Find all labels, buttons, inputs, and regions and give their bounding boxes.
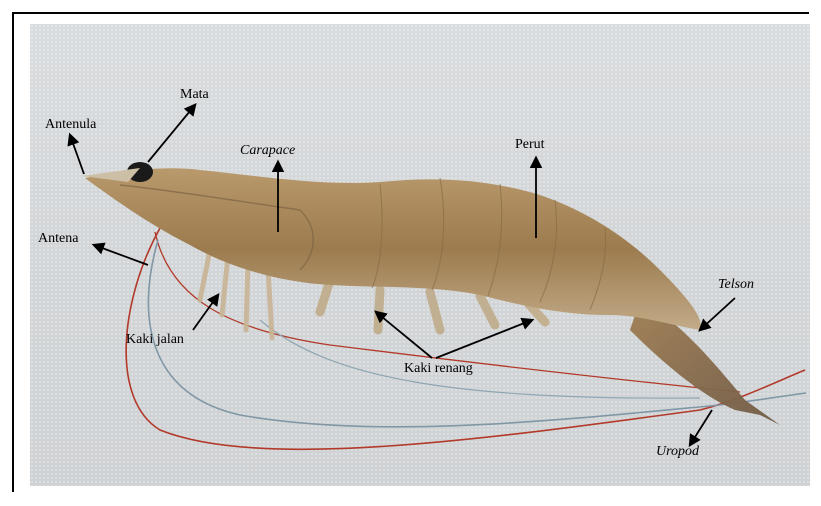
label-mata: Mata <box>180 88 209 102</box>
label-kaki-jalan: Kaki jalan <box>126 333 184 347</box>
arrow-kaki-renang-right <box>436 320 532 358</box>
label-antena: Antena <box>38 232 78 246</box>
label-perut: Perut <box>515 138 545 152</box>
label-uropod: Uropod <box>656 445 699 459</box>
arrow-antenula <box>70 135 84 174</box>
arrow-telson <box>700 298 735 330</box>
arrow-mata <box>148 105 195 162</box>
label-carapace: Carapace <box>240 144 295 158</box>
arrow-kaki-jalan <box>193 295 218 330</box>
arrow-uropod <box>690 410 712 445</box>
label-telson: Telson <box>718 278 754 292</box>
label-kaki-renang: Kaki renang <box>404 362 473 376</box>
label-antenula: Antenula <box>45 118 96 132</box>
arrow-antena <box>94 245 148 265</box>
